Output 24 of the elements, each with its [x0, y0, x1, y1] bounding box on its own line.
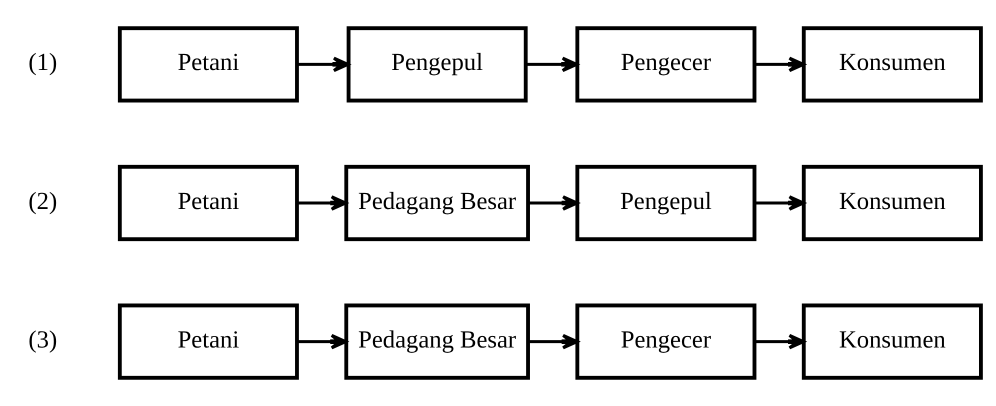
node-box: Pedagang Besar	[344, 164, 530, 242]
node-box: Konsumen	[802, 164, 983, 242]
node-box: Pedagang Besar	[344, 304, 530, 380]
arrow	[755, 195, 805, 211]
arrow	[297, 56, 350, 72]
node-box: Pengepul	[346, 26, 528, 102]
node-box: Petani	[118, 26, 299, 102]
label: (1)	[28, 49, 58, 76]
arrow	[297, 334, 348, 350]
node-box: Konsumen	[802, 26, 983, 102]
arrow	[528, 334, 579, 350]
label: (3)	[28, 326, 58, 354]
arrow	[526, 56, 578, 72]
node-box: Pengecer	[575, 304, 756, 380]
arrow	[755, 56, 805, 72]
node-box: Petani	[118, 304, 299, 380]
node-box: Pengecer	[575, 26, 756, 102]
label: (2)	[28, 188, 58, 215]
node-box: Konsumen	[802, 304, 983, 380]
arrow	[297, 195, 348, 211]
arrow	[528, 195, 579, 211]
node-box: Petani	[118, 164, 299, 242]
node-box: Pengepul	[575, 164, 756, 242]
arrow	[755, 334, 805, 350]
